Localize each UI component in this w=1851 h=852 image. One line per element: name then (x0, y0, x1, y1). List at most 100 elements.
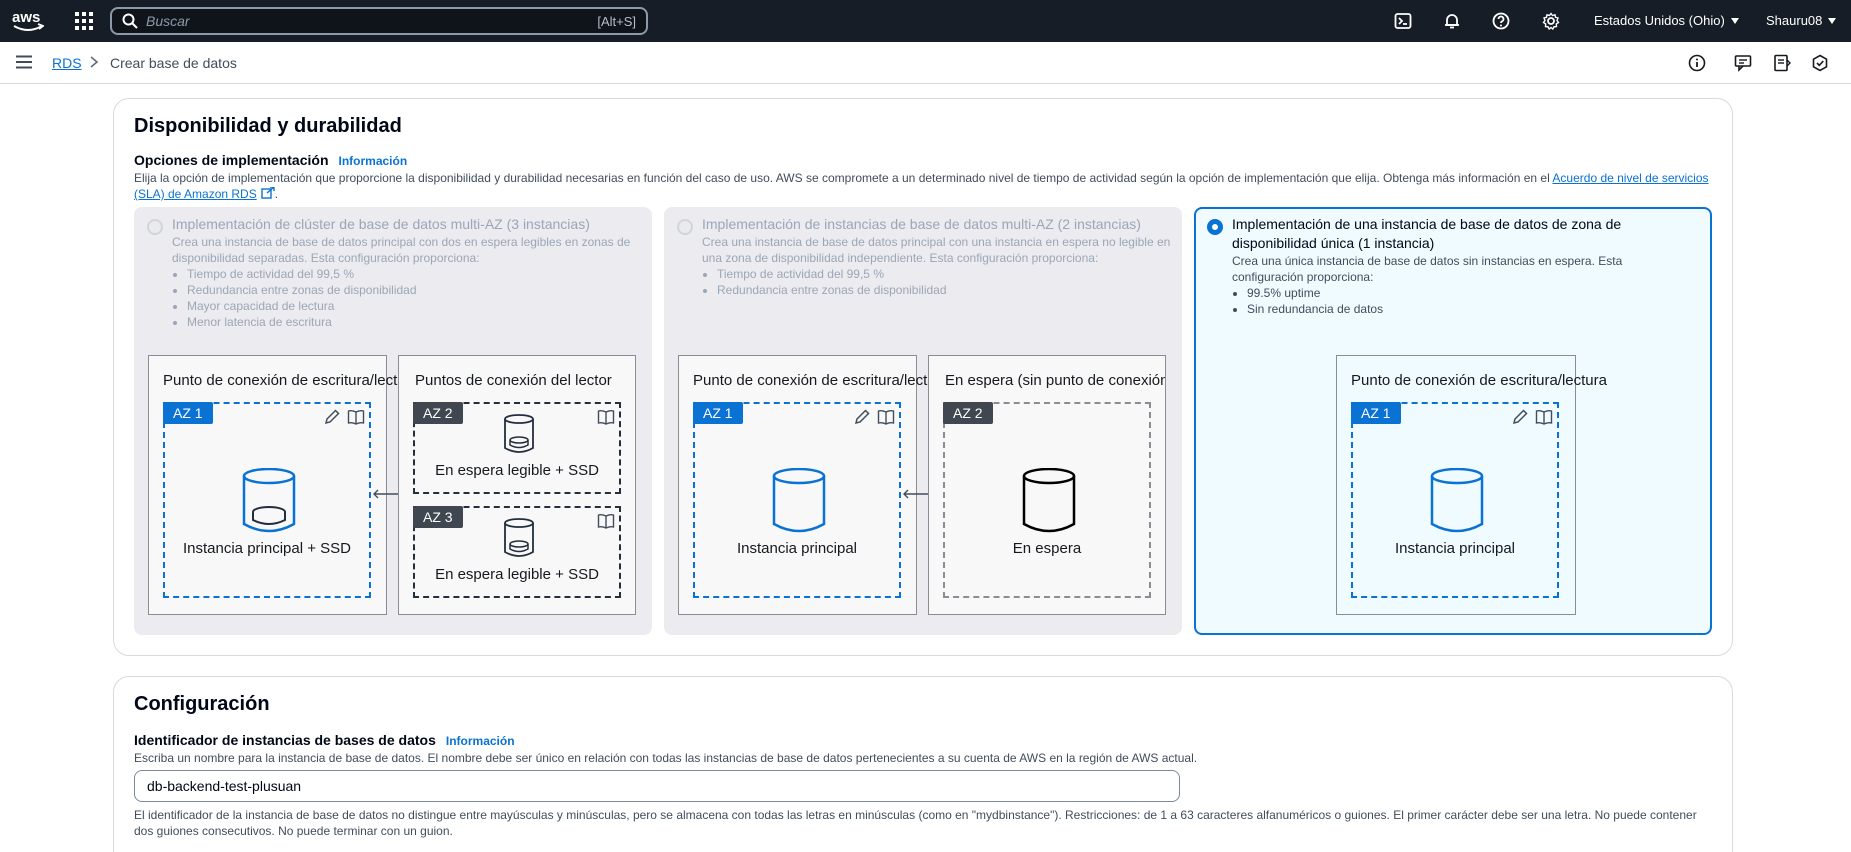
bullet: Menor latencia de escritura (187, 314, 642, 330)
menu-hamburger-icon[interactable] (16, 55, 32, 69)
az1-box: AZ 1 Instancia principal (1351, 402, 1559, 598)
desc-period: . (274, 187, 279, 201)
region-selector[interactable]: Estados Unidos (Ohio) (1594, 13, 1739, 28)
database-ssd-icon (504, 518, 534, 557)
tutorial-panel-icon[interactable] (1773, 54, 1791, 72)
database-ssd-icon (242, 468, 296, 533)
aws-logo-icon[interactable]: aws (12, 8, 44, 34)
book-icon (1535, 409, 1553, 425)
availability-title: Disponibilidad y durabilidad (134, 115, 402, 137)
az-tools (853, 408, 895, 426)
az-badge: AZ 2 (943, 402, 993, 424)
option-bullets: 99.5% uptime Sin redundancia de datos (1232, 285, 1652, 317)
az-tools (597, 512, 615, 530)
deployment-options-info-link[interactable]: Información (338, 154, 408, 168)
panel-title: Puntos de conexión del lector (415, 372, 612, 389)
radio-single-az-instance[interactable] (1207, 219, 1223, 235)
settings-gear-icon[interactable] (1542, 12, 1560, 30)
sla-link[interactable]: Acuerdo de nivel de servicios (SLA) de A… (134, 171, 1709, 201)
chevron-right-icon (90, 56, 99, 68)
identifier-label-text: Identificador de instancias de bases de … (134, 732, 436, 748)
option-title: Implementación de instancias de base de … (702, 216, 1141, 232)
standby-label: En espera legible + SSD (435, 462, 599, 479)
option-single-az-instance[interactable]: Implementación de una instancia de base … (1194, 207, 1712, 635)
option-multi-az-instance[interactable]: Implementación de instancias de base de … (664, 207, 1182, 635)
az-tools (323, 408, 365, 426)
option-description: Crea una instancia de base de datos prin… (172, 234, 642, 330)
configuration-title: Configuración (134, 693, 270, 715)
writer-endpoint-panel: Punto de conexión de escritura/lectura A… (1336, 355, 1607, 615)
breadcrumb-rds-link[interactable]: RDS (52, 55, 82, 71)
radio-multi-az-instance[interactable] (677, 219, 693, 235)
az-tools (597, 408, 615, 426)
sla-link-text-1: Acuerdo de nivel de (1552, 171, 1659, 185)
breadcrumb-bar: RDS Crear base de datos (0, 42, 1851, 84)
option-desc-text: Crea una única instancia de base de dato… (1232, 254, 1623, 284)
top-navigation: aws Buscar [Alt+S] Estados Unidos (Ohio)… (0, 0, 1851, 42)
services-grid-icon[interactable] (74, 11, 94, 31)
writer-endpoint-panel: Punto de conexión de escritura/lectura A… (148, 355, 419, 615)
az1-box: AZ 1 Instancia principal (693, 402, 901, 598)
option-multi-az-cluster[interactable]: Implementación de clúster de base de dat… (134, 207, 652, 635)
primary-label: Instancia principal + SSD (182, 540, 351, 557)
az-badge: AZ 1 (693, 402, 743, 424)
standby-label: En espera legible + SSD (435, 566, 599, 583)
option-title: Implementación de una instancia de base … (1232, 216, 1622, 251)
search-placeholder: Buscar (146, 13, 190, 29)
database-icon (1430, 468, 1484, 533)
book-icon (347, 409, 365, 425)
option-description: Crea una instancia de base de datos prin… (702, 234, 1172, 298)
bullet: 99.5% uptime (1247, 285, 1652, 301)
bullet: Redundancia entre zonas de disponibilida… (187, 282, 642, 298)
help-icon[interactable] (1492, 12, 1510, 30)
svg-text:aws: aws (12, 9, 40, 26)
az3-box: AZ 3 En espera legible + SSD (413, 506, 621, 598)
primary-label: Instancia principal (736, 540, 858, 557)
primary-label: Instancia principal (1394, 540, 1516, 557)
database-icon (772, 468, 826, 533)
radio-multi-az-cluster[interactable] (147, 219, 163, 235)
notifications-bell-icon[interactable] (1443, 12, 1461, 30)
db-identifier-input[interactable] (134, 770, 1180, 802)
book-icon (877, 409, 895, 425)
identifier-info-link[interactable]: Información (445, 734, 515, 748)
az-badge: AZ 3 (413, 506, 463, 528)
option-desc-text: Crea una instancia de base de datos prin… (702, 235, 1171, 265)
standby-panel: En espera (sin punto de conexión) AZ 2 E… (928, 355, 1166, 615)
az-badge: AZ 1 (163, 402, 213, 424)
search-input[interactable]: Buscar [Alt+S] (110, 7, 648, 35)
az1-box: AZ 1 Instancia principal + SSD (163, 402, 371, 598)
identifier-label: Identificador de instancias de bases de … (134, 732, 515, 748)
cloudshell-icon[interactable] (1394, 12, 1412, 30)
option-bullets: Tiempo de actividad del 99,5 % Redundanc… (702, 266, 1172, 298)
pencil-icon (1512, 409, 1528, 425)
option-desc-text: Crea una instancia de base de datos prin… (172, 235, 631, 265)
standby-label: En espera (1012, 540, 1082, 557)
external-link-icon (261, 186, 275, 199)
az2-box: AZ 2 En espera (943, 402, 1151, 598)
az-tools (1511, 408, 1553, 426)
status-hexagon-icon[interactable] (1811, 54, 1829, 72)
option-description: Crea una única instancia de base de dato… (1232, 253, 1652, 317)
pencil-icon (854, 409, 870, 425)
breadcrumb-current: Crear base de datos (110, 55, 237, 71)
info-circle-icon[interactable] (1688, 54, 1706, 72)
availability-card: Disponibilidad y durabilidad Opciones de… (113, 98, 1733, 656)
book-icon (597, 513, 615, 529)
database-icon (1022, 468, 1076, 533)
caret-down-icon (1828, 17, 1837, 24)
bullet: Tiempo de actividad del 99,5 % (187, 266, 642, 282)
az-badge: AZ 1 (1351, 402, 1401, 424)
search-icon (122, 13, 138, 29)
configuration-card: Configuración Identificador de instancia… (113, 676, 1733, 852)
deployment-desc-text: Elija la opción de implementación que pr… (134, 171, 1553, 185)
bullet: Sin redundancia de datos (1247, 301, 1652, 317)
user-menu[interactable]: Shauru08 (1766, 13, 1837, 28)
bullet: Tiempo de actividad del 99,5 % (717, 266, 1172, 282)
panel-title: Punto de conexión de escritura/lectura (1351, 372, 1607, 389)
caret-down-icon (1730, 17, 1739, 24)
az-badge: AZ 2 (413, 402, 463, 424)
sla-link-text-2: servicios (SLA) de Amazon RDS (134, 171, 1709, 201)
feedback-icon[interactable] (1734, 54, 1752, 72)
